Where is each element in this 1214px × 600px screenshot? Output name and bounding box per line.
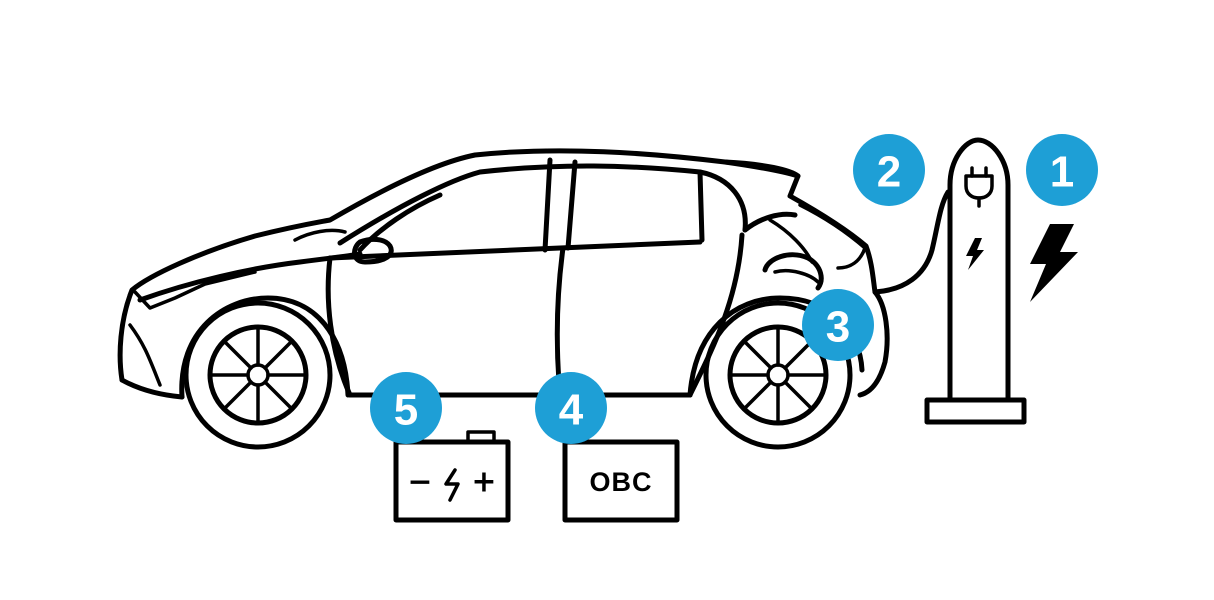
charging-station-icon [924, 137, 1027, 425]
obc-label: OBC [590, 467, 653, 497]
battery-minus-sign: − [407, 465, 432, 500]
battery-plus-sign: + [471, 465, 496, 500]
badge-2-number: 2 [877, 148, 901, 197]
badge-1: 1 [1026, 134, 1098, 206]
car-icon [117, 148, 890, 400]
badge-2: 2 [853, 134, 925, 206]
charging-cable [872, 189, 951, 295]
plug-icon [964, 166, 994, 208]
front-wheel-icon [183, 300, 333, 450]
badge-5: 5 [370, 372, 442, 444]
badge-3-number: 3 [826, 303, 850, 352]
badge-1-number: 1 [1050, 148, 1074, 197]
badge-4-number: 4 [559, 386, 584, 435]
onboard-charger-icon: OBC [562, 439, 680, 523]
badge-5-number: 5 [394, 386, 418, 435]
lightning-bolt-icon [1030, 224, 1078, 302]
station-bolt-icon [966, 238, 984, 270]
rear-wheel-icon [703, 300, 853, 450]
badge-4: 4 [535, 372, 607, 444]
badge-3: 3 [802, 289, 874, 361]
battery-bolt-icon [444, 468, 460, 502]
battery-icon: − + [393, 430, 511, 523]
